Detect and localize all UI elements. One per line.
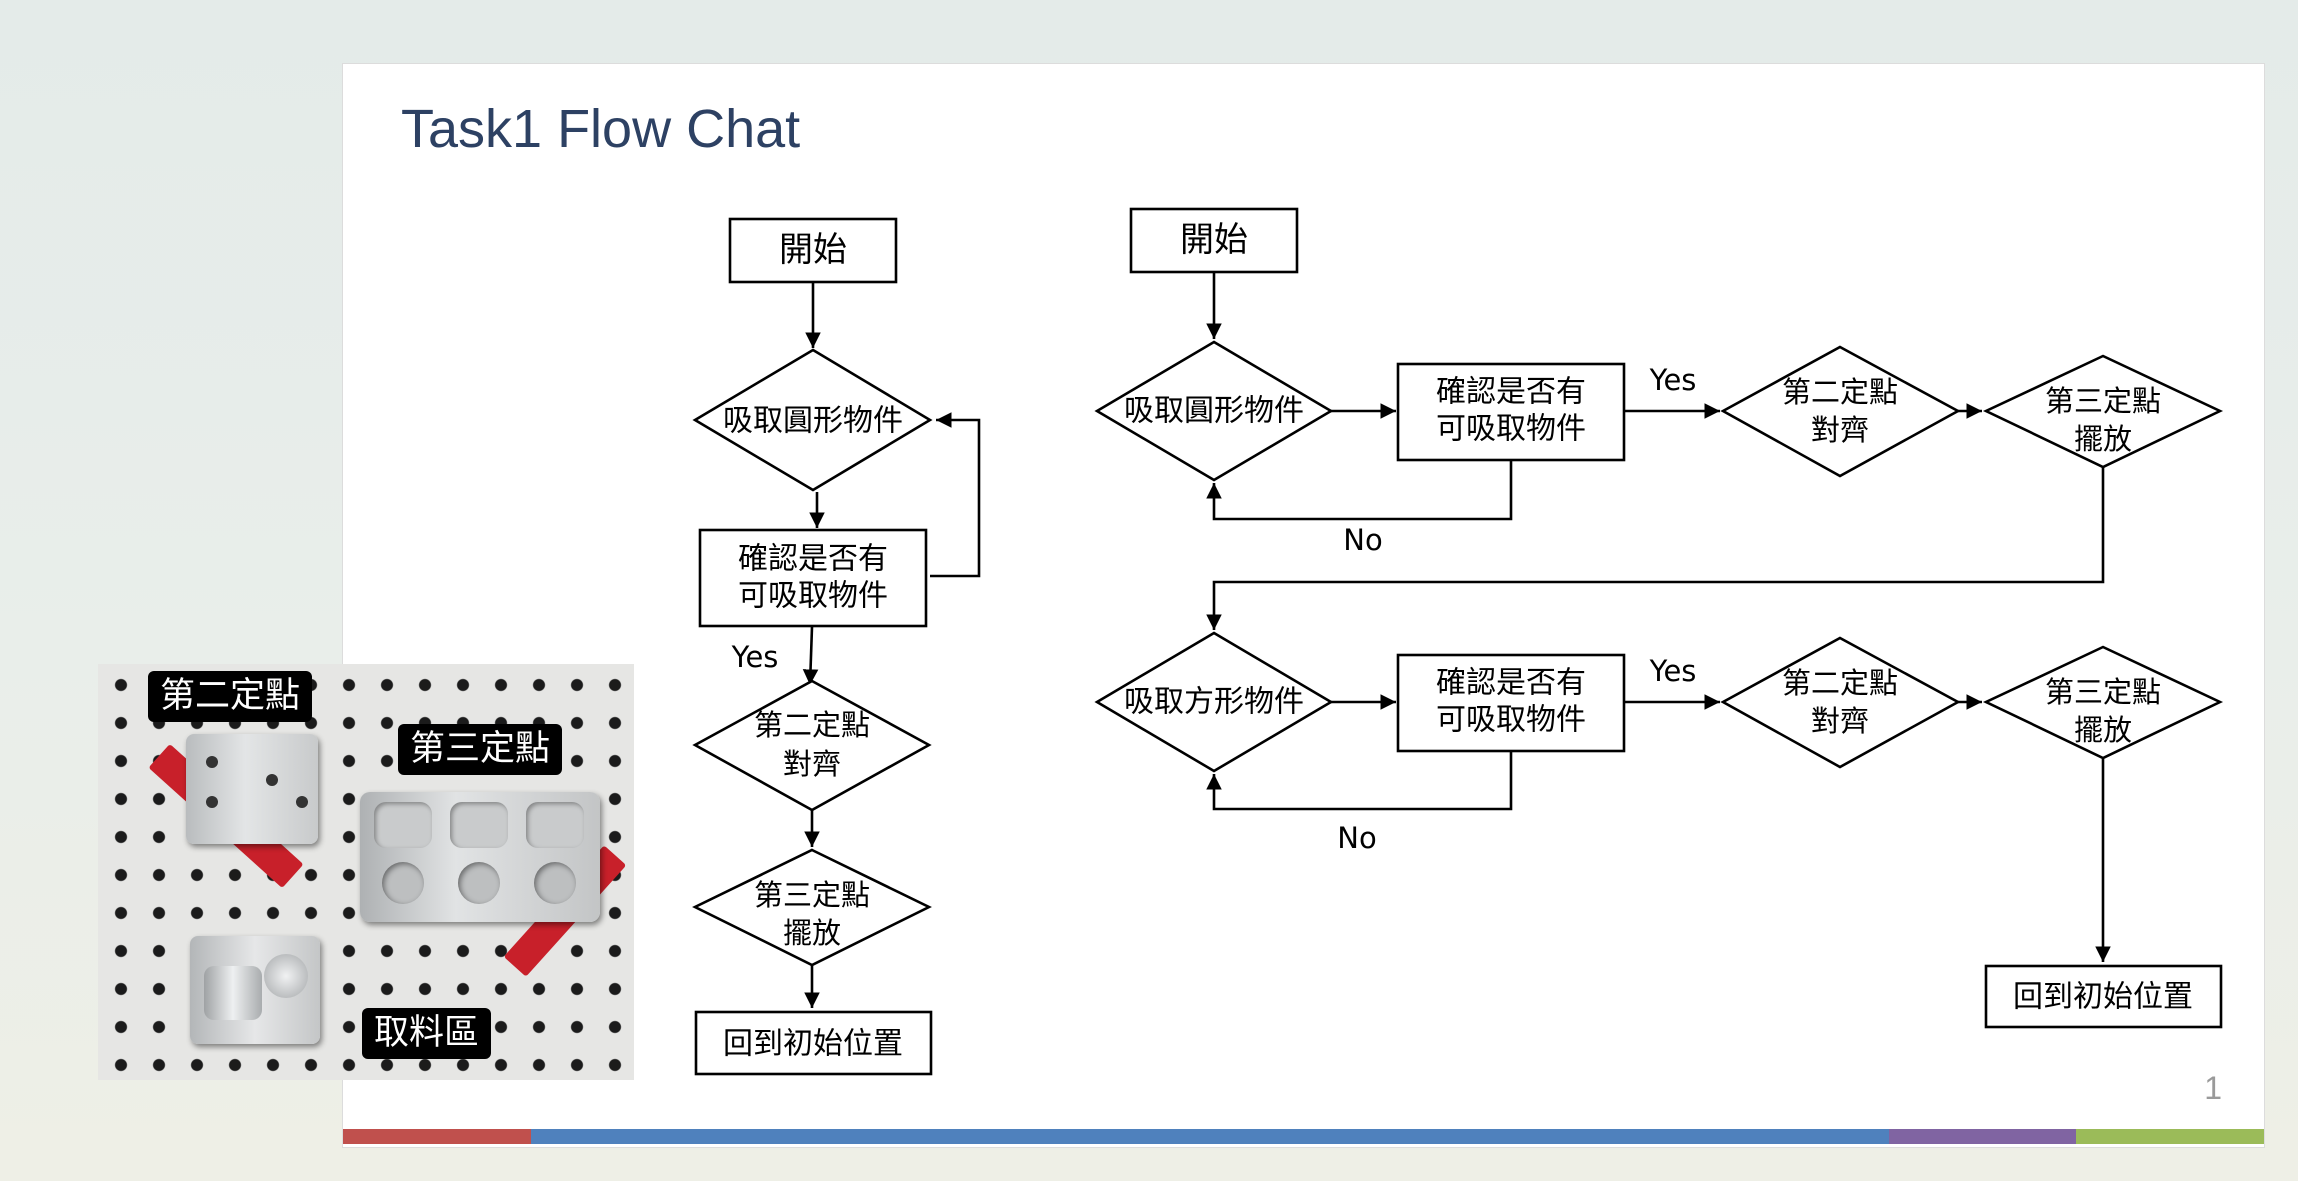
left-check-box (698, 528, 928, 628)
right-check1-label-2: 可吸取物件 (1436, 412, 1586, 447)
right-pick-square-diamond (1094, 631, 1334, 773)
left-align-label-1: 第二定點 (754, 708, 870, 742)
right-end-box (1984, 964, 2223, 1029)
right-check2-label-2: 可吸取物件 (1436, 703, 1586, 738)
right-place1-label-1: 第三定點 (2045, 384, 2161, 418)
right-place2-label-1: 第三定點 (2045, 675, 2161, 709)
left-arrow-check-to-align (802, 626, 819, 686)
left-yes-label: Yes (731, 640, 779, 674)
right-align-diamond-2 (1720, 636, 1961, 769)
right-align1-label-1: 第二定點 (1782, 375, 1898, 409)
right-yes-label-1: Yes (1649, 363, 1697, 397)
left-place-diamond (692, 848, 932, 967)
right-check-box-1 (1396, 362, 1626, 462)
right-pick-round-label: 吸取圓形物件 (1124, 394, 1304, 429)
left-pick-diamond (692, 348, 933, 492)
left-place-label-2: 擺放 (783, 916, 841, 950)
left-align-label-2: 對齊 (783, 747, 841, 781)
fixture-third-point (360, 792, 600, 922)
left-flowchart: 開始 吸取圓形物件 確認是否有 可吸取物件 Yes 第二定點 對齊 第三定點 擺… (692, 217, 981, 1076)
left-align-diamond (692, 679, 932, 812)
page-number: 1 (2204, 1070, 2222, 1106)
left-start-label: 開始 (779, 230, 847, 270)
right-check1-label-1: 確認是否有 (1436, 375, 1586, 410)
footer-segment-blue (531, 1129, 1889, 1144)
footer-segment-green (2076, 1129, 2264, 1144)
right-pick-round-diamond (1094, 340, 1334, 482)
right-start-label: 開始 (1180, 220, 1248, 260)
right-arrow-row1-to-row2 (1206, 467, 2105, 630)
right-check2-label-1: 確認是否有 (1436, 666, 1586, 701)
right-align2-label-2: 對齊 (1811, 704, 1869, 738)
left-end-box (694, 1010, 933, 1076)
left-start-box (728, 217, 898, 284)
left-check-label-1: 確認是否有 (738, 542, 888, 577)
right-align-diamond-1 (1720, 345, 1961, 478)
right-end-label: 回到初始位置 (2013, 980, 2193, 1015)
footer-color-bar (343, 1129, 2264, 1144)
right-no-label-1: No (1343, 523, 1382, 557)
right-no-loop-1 (1206, 460, 1513, 521)
footer-segment-purple (1889, 1129, 2076, 1144)
photo-label-pickup-area: 取料區 (362, 1008, 492, 1059)
right-place-diamond-1 (1982, 354, 2224, 469)
right-pick-square-label: 吸取方形物件 (1124, 685, 1304, 720)
photo-label-third-point: 第三定點 (398, 724, 563, 775)
right-align1-label-2: 對齊 (1811, 413, 1869, 447)
right-flowchart: 開始 吸取圓形物件 確認是否有 可吸取物件 Yes No 第二定點 對齊 第三定… (1094, 207, 2224, 1029)
right-no-loop-2 (1206, 751, 1513, 811)
left-check-label-2: 可吸取物件 (738, 579, 888, 614)
right-check-box-2 (1396, 653, 1626, 753)
slide-title: Task1 Flow Chat (401, 99, 801, 159)
left-place-label-1: 第三定點 (754, 878, 870, 912)
right-place1-label-2: 擺放 (2074, 422, 2132, 456)
right-yes-label-2: Yes (1649, 654, 1697, 688)
photo-label-second-point: 第二定點 (148, 671, 313, 722)
left-loop-back-arrow (930, 412, 981, 578)
left-end-label: 回到初始位置 (723, 1027, 903, 1062)
fixture-second-point (186, 734, 318, 844)
footer-segment-red (343, 1129, 531, 1144)
right-place-diamond-2 (1982, 645, 2224, 760)
pegboard-photo: 第二定點 第三定點 取料區 (98, 664, 634, 1080)
right-no-label-2: No (1337, 821, 1376, 855)
right-place2-label-2: 擺放 (2074, 713, 2132, 747)
left-pick-label: 吸取圓形物件 (723, 404, 903, 439)
slide: Task1 Flow Chat 1 (342, 63, 2265, 1148)
right-start-box (1129, 207, 1299, 274)
fixture-pickup-area (190, 936, 320, 1044)
right-align2-label-1: 第二定點 (1782, 666, 1898, 700)
